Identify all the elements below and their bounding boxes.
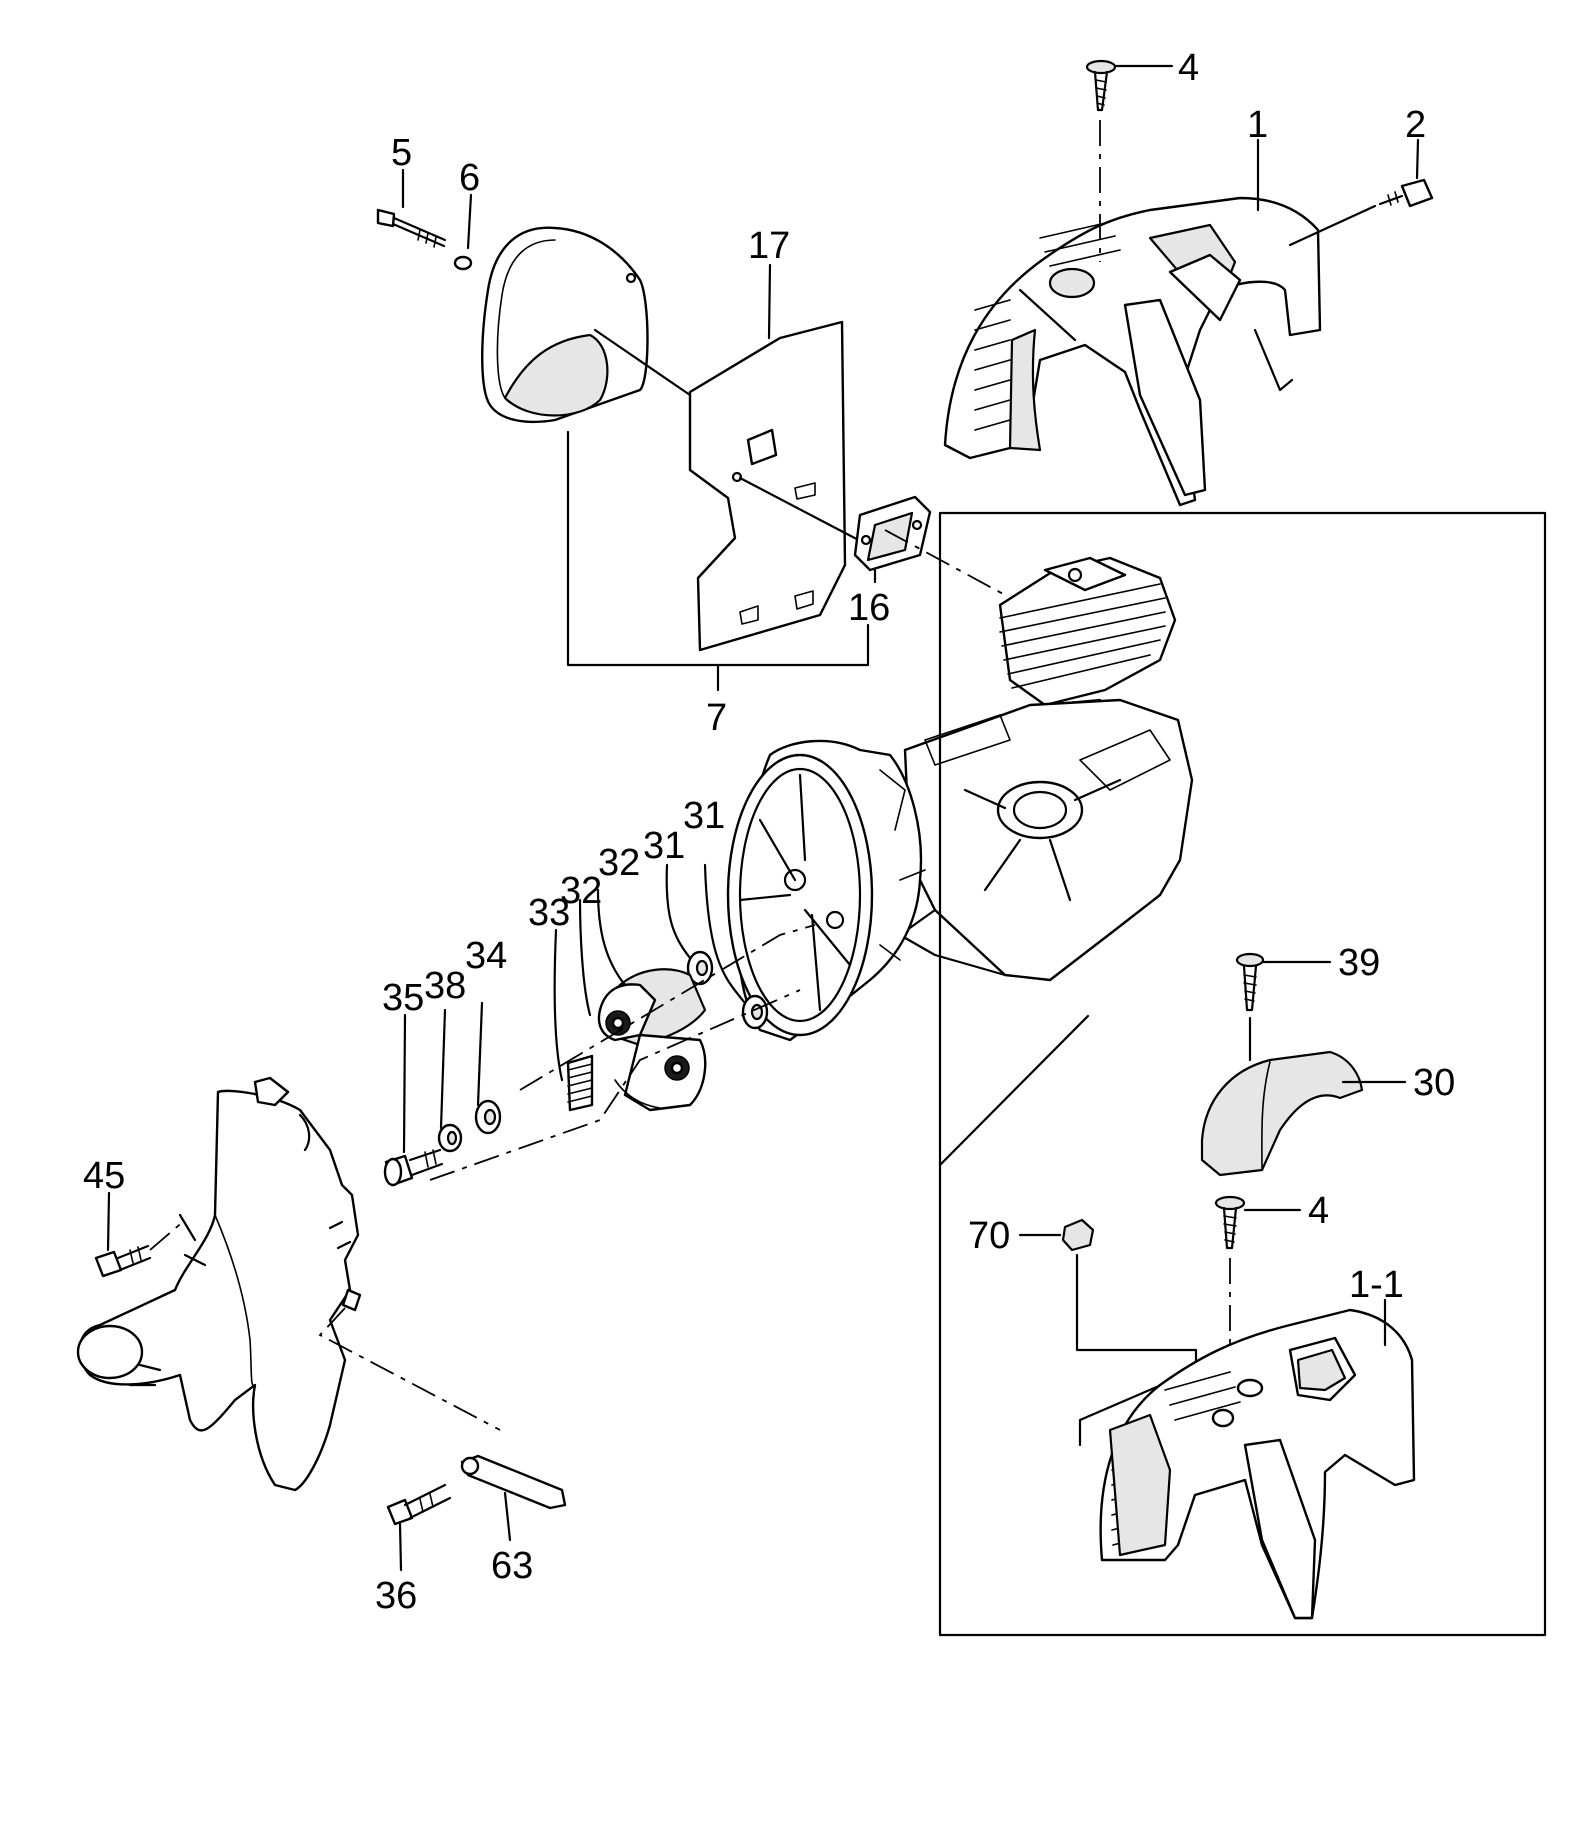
air-cleaner-cover-part bbox=[481, 226, 692, 424]
clutch-spring-33-part bbox=[553, 928, 594, 1112]
bolt-35-part bbox=[383, 1013, 444, 1187]
callout-4-inset: 4 bbox=[1308, 1190, 1329, 1232]
callout-32-left: 32 bbox=[560, 870, 602, 912]
inset-box bbox=[938, 511, 1547, 1637]
callout-1: 1 bbox=[1247, 104, 1268, 146]
bolt-5-part bbox=[376, 168, 447, 248]
screw-2-part bbox=[1288, 138, 1434, 247]
callout-35: 35 bbox=[382, 977, 424, 1019]
callout-30: 30 bbox=[1413, 1062, 1455, 1104]
centerline-strap bbox=[318, 1307, 501, 1431]
callout-70: 70 bbox=[968, 1215, 1010, 1257]
bolt-45-part bbox=[94, 1191, 186, 1278]
centerline-clutch-2 bbox=[519, 924, 816, 1091]
callout-17: 17 bbox=[748, 225, 790, 267]
callout-33: 33 bbox=[528, 892, 570, 934]
washer-38-part bbox=[437, 1008, 463, 1153]
inset-pointer bbox=[938, 1014, 1090, 1167]
washer-31-upper-part bbox=[665, 863, 714, 986]
washer-34-part bbox=[474, 1001, 502, 1135]
flywheel-part bbox=[726, 739, 926, 1042]
washer-6-part bbox=[453, 193, 473, 271]
callout-7: 7 bbox=[706, 697, 727, 739]
engine-cover-1-1-part bbox=[1099, 1298, 1416, 1620]
clutch-shoe-part bbox=[578, 888, 707, 1112]
bolt-36-part bbox=[386, 1483, 452, 1572]
callout-1-1: 1-1 bbox=[1349, 1264, 1404, 1306]
crankcase-part bbox=[898, 698, 1194, 982]
callout-45: 45 bbox=[83, 1155, 125, 1197]
callout-36: 36 bbox=[375, 1575, 417, 1617]
screw-4-top-part bbox=[1085, 59, 1174, 262]
centerline-gasket bbox=[884, 529, 1006, 596]
callout-5: 5 bbox=[391, 132, 412, 174]
callout-38: 38 bbox=[424, 965, 466, 1007]
gasket-plate-17-part bbox=[688, 263, 870, 652]
callout-31-right: 31 bbox=[683, 795, 725, 837]
gasket-16-part bbox=[853, 495, 932, 584]
callout-4-top: 4 bbox=[1178, 47, 1199, 89]
callout-16: 16 bbox=[848, 587, 890, 629]
callout-31-left: 31 bbox=[643, 825, 685, 867]
centerline-clutch bbox=[429, 989, 801, 1181]
bracket-7 bbox=[566, 430, 870, 692]
nut-70-part bbox=[1018, 1218, 1198, 1447]
screw-4-inset-part bbox=[1214, 1195, 1302, 1395]
screw-39-part bbox=[1235, 952, 1332, 1062]
cover-30-part bbox=[1200, 1050, 1407, 1177]
callout-6: 6 bbox=[459, 157, 480, 199]
callout-39: 39 bbox=[1338, 942, 1380, 984]
callout-32-right: 32 bbox=[598, 842, 640, 884]
strap-63-part bbox=[460, 1454, 567, 1542]
callout-34: 34 bbox=[465, 935, 507, 977]
callout-2: 2 bbox=[1405, 104, 1426, 146]
washer-31-lower-part bbox=[703, 863, 769, 1030]
clutch-housing-part bbox=[76, 1076, 362, 1492]
engine-cover-part bbox=[943, 196, 1322, 507]
callout-63: 63 bbox=[491, 1545, 533, 1587]
